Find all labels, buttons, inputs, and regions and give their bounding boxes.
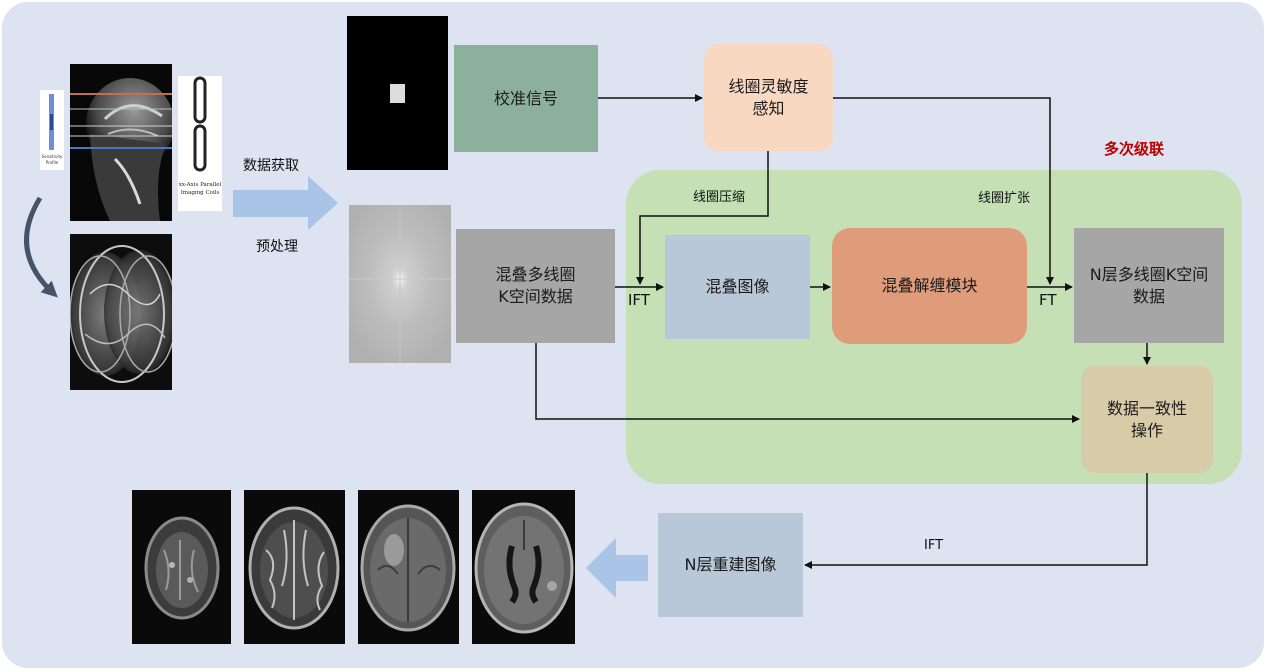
recon-image-3 [358, 490, 459, 644]
svg-text:Profile: Profile [46, 160, 59, 165]
data-consistency-box: 数据一致性 操作 [1081, 366, 1213, 473]
svg-text:Imaging Coils: Imaging Coils [181, 190, 220, 196]
aliased-image-box: 混叠图像 [665, 235, 810, 339]
sensitivity-profile-image: Sensitivity Profile [40, 90, 64, 170]
unalias-module-box: 混叠解缠模块 [832, 228, 1027, 344]
recon-image-1 [132, 490, 231, 644]
data-acquisition-label: 数据获取 [243, 158, 299, 174]
coil-expand-label: 线圈扩张 [978, 191, 1031, 206]
coil-sensitivity-box: 线圈灵敏度 感知 [704, 44, 833, 151]
ft-label: FT [1039, 291, 1057, 309]
aliased-axial-image [70, 234, 172, 390]
recon-image-2 [244, 490, 345, 644]
coil-image: xx-Axis Parallel Imaging Coils [178, 76, 222, 211]
svg-text:Sensitivity: Sensitivity [42, 154, 63, 159]
n-layer-kspace-box: N层多线圈K空间 数据 [1074, 228, 1224, 343]
ift-bottom-label: IFT [924, 538, 944, 553]
recon-image-4 [472, 490, 575, 644]
aliased-kspace-box: 混叠多线圈 K空间数据 [456, 229, 615, 343]
ift-left-label: IFT [628, 291, 650, 309]
coil-compress-label: 线圈压缩 [693, 190, 746, 205]
calibration-signal-box: 校准信号 [454, 45, 598, 152]
kspace-image [349, 205, 451, 363]
svg-text:xx-Axis Parallel: xx-Axis Parallel [179, 182, 222, 188]
n-layer-recon-box: N层重建图像 [658, 513, 803, 617]
calibration-image [347, 16, 448, 170]
preprocessing-label: 预处理 [256, 239, 298, 255]
cascade-label: 多次级联 [1104, 140, 1165, 158]
sagittal-head-image [70, 64, 172, 221]
